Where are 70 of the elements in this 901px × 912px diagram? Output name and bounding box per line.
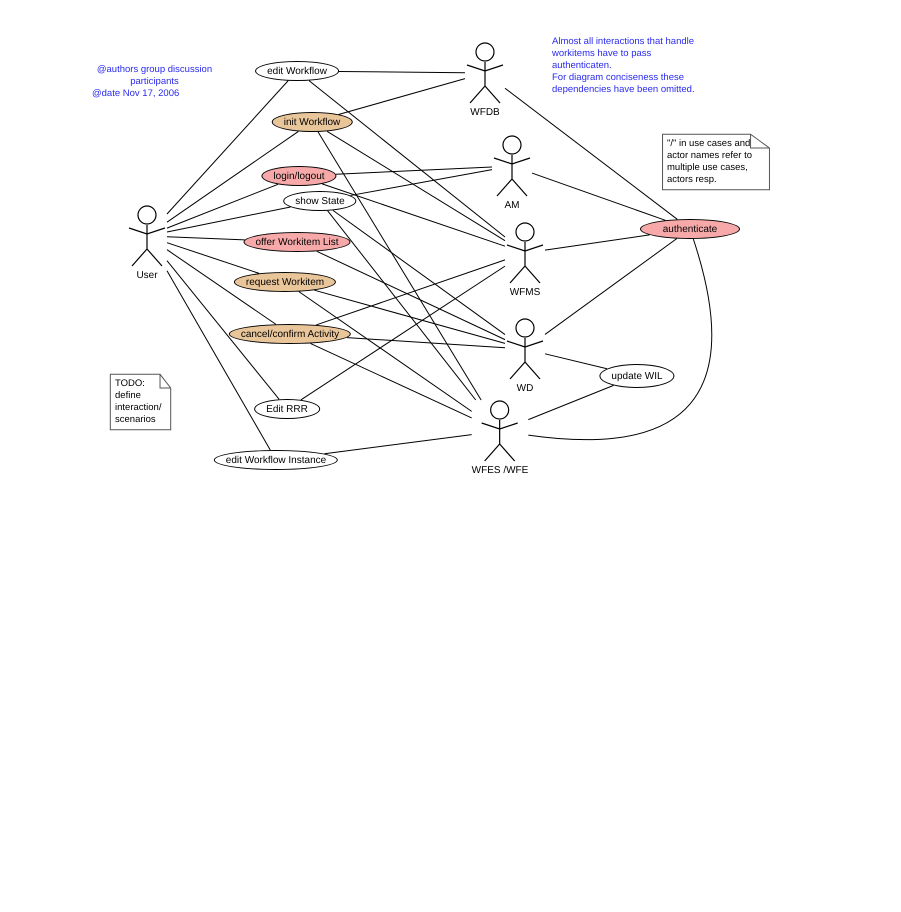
actor-name: WFES /WFE xyxy=(472,465,528,476)
association-line xyxy=(528,238,712,440)
association-line xyxy=(300,266,506,400)
association-line xyxy=(544,238,678,335)
association-line xyxy=(346,337,506,348)
association-line xyxy=(322,183,506,247)
association-line xyxy=(350,169,492,196)
use-case xyxy=(228,324,352,344)
association-line xyxy=(166,80,289,214)
use-case-label: request Workitem xyxy=(246,276,324,288)
association-line xyxy=(338,78,466,115)
annotation-text: Almost all interactions that handle workitems have to pass authenticaten. xyxy=(552,36,696,72)
use-case xyxy=(261,166,337,186)
actor-name: WFDB xyxy=(470,107,500,118)
association-line xyxy=(316,259,506,326)
actor-name: AM xyxy=(504,200,520,211)
use-case-label: offer Workitem List xyxy=(256,236,338,248)
association-line xyxy=(166,249,276,325)
association-line xyxy=(166,206,291,232)
annotation-text: @date Nov 17, 2006 xyxy=(92,88,180,100)
association-line xyxy=(318,131,482,400)
note-text: TODO: define interaction/ scenarios xyxy=(115,378,162,426)
annotation-text: @authors group discussion participants xyxy=(96,64,214,88)
use-case-label: edit Workflow Instance xyxy=(226,454,326,466)
use-case xyxy=(283,191,357,211)
actor xyxy=(505,318,545,394)
association-line xyxy=(166,270,271,451)
actor xyxy=(492,135,532,211)
use-case xyxy=(272,112,352,132)
association-line xyxy=(326,130,506,242)
association-line xyxy=(504,88,678,220)
note-text: "/" in use cases and actor names refer to multiple use cases, actors resp. xyxy=(667,138,754,186)
association-line xyxy=(332,210,506,336)
use-case-label: cancel/confirm Activity xyxy=(240,328,340,340)
use-case-label: show State xyxy=(295,196,345,206)
association-line xyxy=(544,353,608,370)
association-line xyxy=(544,234,650,251)
use-case-label: Edit RRR xyxy=(266,404,308,414)
use-case-label: login/logout xyxy=(273,170,325,182)
association-line xyxy=(338,70,466,74)
association-line xyxy=(310,342,472,418)
actor-name: User xyxy=(136,270,158,281)
association-line xyxy=(327,210,476,400)
association-line xyxy=(166,236,246,240)
note xyxy=(662,134,770,190)
association-line xyxy=(316,250,506,340)
association-line xyxy=(298,291,472,412)
actor-name: WFMS xyxy=(510,287,540,298)
actor xyxy=(465,42,505,118)
use-case-label: update WIL xyxy=(611,370,663,382)
association-line xyxy=(308,80,506,238)
use-case-label: init Workflow xyxy=(284,116,340,128)
association-line xyxy=(166,130,299,223)
association-line xyxy=(528,384,614,420)
association-line xyxy=(336,166,492,175)
use-case-label: authenticate xyxy=(662,224,718,234)
actor xyxy=(127,205,167,281)
note xyxy=(110,374,171,430)
use-case xyxy=(244,232,350,252)
use-case xyxy=(254,399,320,419)
association-line xyxy=(532,172,666,221)
annotation-text: For diagram conciseness these dependencies have been omitted. xyxy=(552,72,696,96)
use-case xyxy=(640,219,740,239)
actor xyxy=(505,222,545,298)
use-case-label: edit Workflow xyxy=(267,66,327,76)
association-line xyxy=(166,260,280,400)
association-line xyxy=(324,434,472,454)
actor-name: WD xyxy=(516,383,534,394)
actor xyxy=(472,400,528,476)
use-case xyxy=(599,364,675,388)
